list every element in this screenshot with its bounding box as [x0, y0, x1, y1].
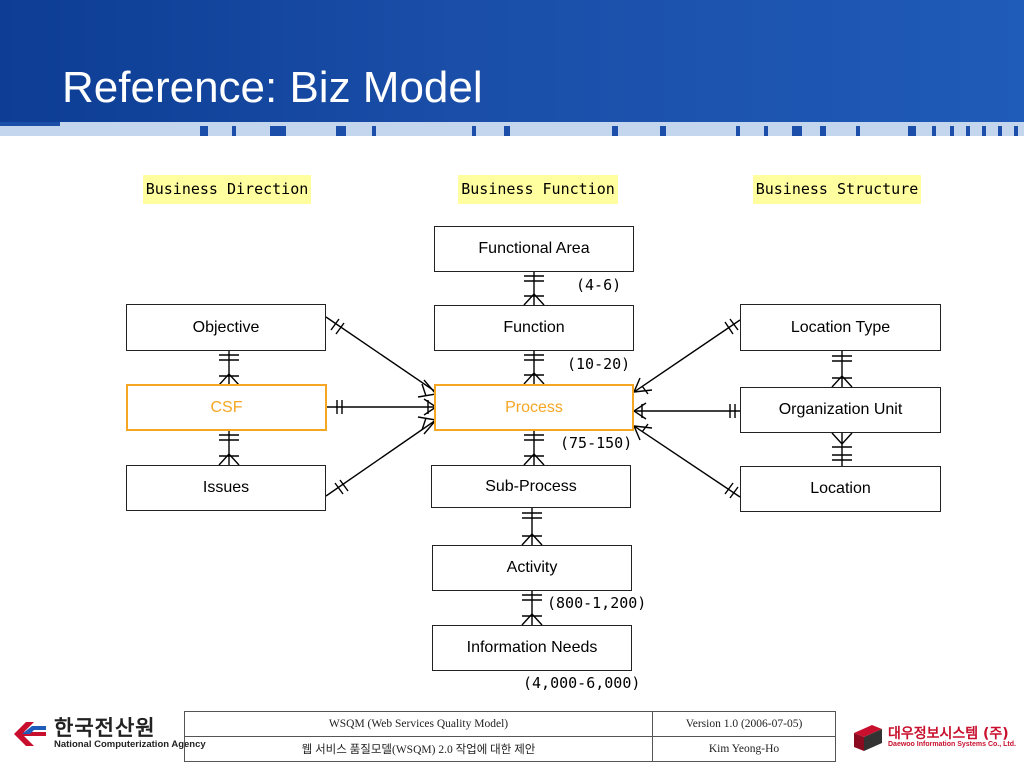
entity-organization-unit: Organization Unit	[740, 387, 941, 433]
nca-logo-name: 한국전산원	[54, 716, 156, 740]
category-business-function: Business Function	[458, 175, 618, 204]
cardinality-process: (75-150)	[560, 434, 633, 452]
category-business-structure: Business Structure	[753, 175, 921, 204]
daewoo-emblem-icon	[854, 725, 882, 751]
entity-function: Function	[434, 305, 634, 351]
entity-objective: Objective	[126, 304, 326, 351]
footer-version: Version 1.0 (2006-07-05)	[652, 711, 836, 737]
cardinality-functional-area: (4-6)	[576, 276, 622, 294]
entity-issues: Issues	[126, 465, 326, 511]
footer-author: Kim Yeong-Ho	[652, 736, 836, 762]
nca-logo: 한국전산원 National Computerization Agency	[12, 712, 206, 756]
daewoo-logo: 대우정보시스템 (주) Daewoo Information Systems C…	[852, 720, 1022, 756]
entity-activity: Activity	[432, 545, 632, 591]
daewoo-logo-name: 대우정보시스템 (주)	[888, 726, 1009, 742]
daewoo-logo-subtitle: Daewoo Information Systems Co., Ltd.	[888, 741, 1016, 748]
footer-row: 웹 서비스 품질모델(WSQM) 2.0 작업에 대한 제안 Kim Yeong…	[184, 736, 836, 762]
cardinality-activity: (800-1,200)	[547, 594, 647, 612]
entity-csf: CSF	[126, 384, 327, 431]
entity-information-needs: Information Needs	[432, 625, 632, 671]
entity-sub-process: Sub-Process	[431, 465, 631, 508]
entity-location-type: Location Type	[740, 304, 941, 351]
footer-row: WSQM (Web Services Quality Model) Versio…	[184, 711, 836, 737]
entity-location: Location	[740, 466, 941, 512]
category-business-direction: Business Direction	[143, 175, 311, 204]
footer-subtitle-korean: 웹 서비스 품질모델(WSQM) 2.0 작업에 대한 제안	[184, 736, 653, 762]
cardinality-function: (10-20)	[567, 355, 631, 373]
entity-process: Process	[434, 384, 634, 431]
header-stripe	[0, 122, 1024, 136]
nca-logo-subtitle: National Computerization Agency	[54, 739, 206, 750]
footer-document-title: WSQM (Web Services Quality Model)	[184, 711, 653, 737]
nca-emblem-icon	[14, 722, 46, 746]
header-banner: Reference: Biz Model	[0, 0, 1024, 122]
cardinality-information-needs: (4,000-6,000)	[523, 674, 641, 692]
entity-functional-area: Functional Area	[434, 226, 634, 272]
slide-title: Reference: Biz Model	[62, 63, 483, 112]
footer-info-table: WSQM (Web Services Quality Model) Versio…	[184, 711, 836, 762]
